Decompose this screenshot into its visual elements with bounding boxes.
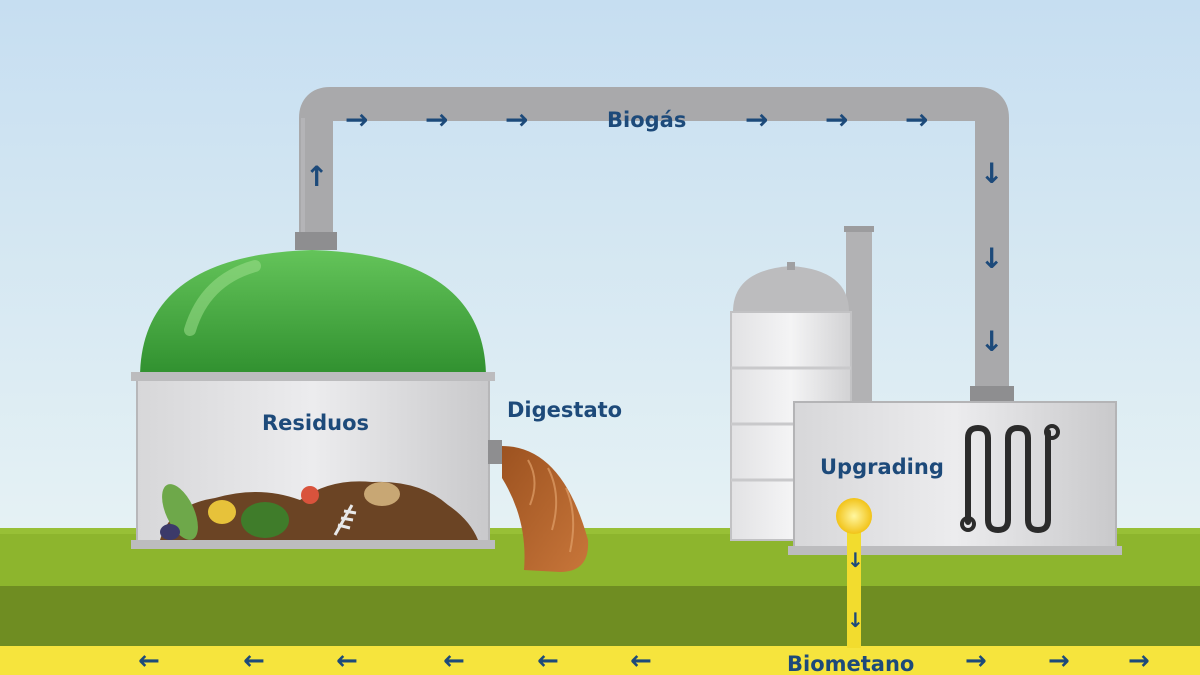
- waste-pepper: [208, 500, 236, 524]
- grass-texture: [0, 528, 1200, 534]
- right-arrow-icon: →: [745, 103, 769, 136]
- right-arrow-icon: →: [345, 103, 369, 136]
- spout-nozzle: [488, 440, 502, 464]
- left-arrow-icon: ←: [336, 646, 358, 675]
- tank-rim: [131, 372, 495, 381]
- pipe-flange-left: [295, 232, 337, 250]
- down-arrow-icon: ↓: [980, 242, 1004, 275]
- coil-icon: [965, 425, 1051, 533]
- silo-top-knob: [787, 262, 795, 270]
- biomethane-outlet-glow: [836, 498, 872, 534]
- digestate-spout: [502, 446, 589, 572]
- tank-base: [131, 540, 495, 549]
- pipe-flange-right: [970, 386, 1014, 404]
- biomethane-pipeline: [0, 646, 1200, 675]
- residuos-label: Residuos: [262, 411, 370, 435]
- right-arrow-icon: →: [825, 103, 849, 136]
- left-arrow-icon: ←: [243, 646, 265, 675]
- biometano-label: Biometano: [787, 652, 915, 675]
- upgrading-label: Upgrading: [820, 455, 944, 479]
- right-arrow-icon: →: [425, 103, 449, 136]
- silo-dome: [733, 266, 849, 312]
- left-arrow-icon: ←: [138, 646, 160, 675]
- waste-tomato: [301, 486, 319, 504]
- coil-end-icon: [960, 516, 976, 532]
- right-arrow-icon: →: [505, 103, 529, 136]
- down-arrow-icon: ↓: [980, 157, 1004, 190]
- chimney-cap: [844, 226, 874, 232]
- up-arrow-icon: ↑: [305, 160, 329, 193]
- biogas-pipe: [295, 87, 1014, 404]
- left-arrow-icon: ←: [537, 646, 559, 675]
- waste-cabbage: [241, 502, 289, 538]
- down-arrow-icon: ↓: [980, 325, 1004, 358]
- digester: [131, 250, 589, 572]
- coil-end-icon: [1044, 424, 1060, 440]
- down-arrow-icon: ↓: [847, 608, 864, 632]
- dome-highlight: [184, 260, 261, 336]
- down-arrow-icon: ↓: [847, 548, 864, 572]
- ground-strip: [0, 586, 1200, 648]
- waste-mushroom: [364, 482, 400, 506]
- waste-fishbone: [333, 504, 357, 536]
- waste-eggplant: [160, 524, 180, 540]
- right-arrow-icon: →: [905, 103, 929, 136]
- right-arrow-icon: →: [1048, 646, 1070, 675]
- spout-rings: [527, 459, 575, 553]
- right-arrow-icon: →: [965, 646, 987, 675]
- biomethane-riser: [847, 520, 861, 648]
- waste-leaf: [162, 484, 198, 540]
- upgrading-base: [788, 546, 1122, 555]
- left-arrow-icon: ←: [630, 646, 652, 675]
- right-arrow-icon: →: [1128, 646, 1150, 675]
- left-arrow-icon: ←: [443, 646, 465, 675]
- digestato-label: Digestato: [507, 398, 623, 422]
- biogas-label: Biogás: [607, 108, 687, 132]
- upgrading-plant: [730, 226, 1122, 648]
